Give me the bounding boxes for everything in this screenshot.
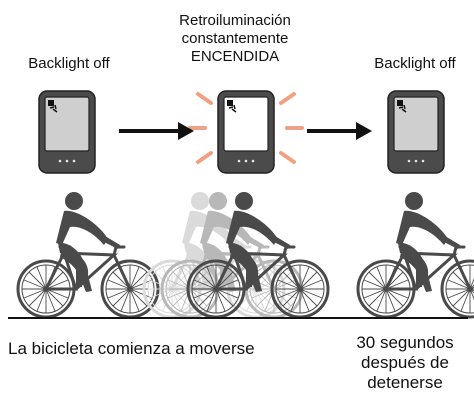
arrow-right-icon-2 bbox=[307, 122, 372, 140]
cyclist-icon-right bbox=[358, 192, 474, 317]
label-backlight-off-left: Backlight off bbox=[28, 55, 110, 72]
label-backlight-on-line-3: ENCENDIDA bbox=[190, 48, 280, 65]
caption-after-stopping: 30 segundos después de detenerse bbox=[340, 333, 470, 393]
label-backlight-on: Retroiluminación constantemente ENCENDID… bbox=[163, 12, 307, 66]
label-backlight-on-line-1: Retroiluminación bbox=[179, 12, 291, 29]
light-rays bbox=[188, 92, 304, 164]
device-off-icon-right bbox=[387, 90, 445, 174]
device-off-icon-left bbox=[38, 90, 96, 174]
label-backlight-off-right: Backlight off bbox=[374, 55, 456, 72]
arrow-right-icon-1 bbox=[119, 122, 194, 140]
caption-bike-starts-moving: La bicicleta comienza a moverse bbox=[8, 339, 255, 358]
device-backlit-icon bbox=[217, 90, 275, 174]
caption-after-stopping-line-3: detenerse bbox=[367, 373, 443, 392]
cyclist-icon-left bbox=[18, 192, 158, 317]
caption-after-stopping-line-1: 30 segundos bbox=[356, 333, 454, 352]
caption-after-stopping-line-2: después de bbox=[361, 353, 449, 372]
label-backlight-on-line-2: constantemente bbox=[181, 30, 289, 47]
